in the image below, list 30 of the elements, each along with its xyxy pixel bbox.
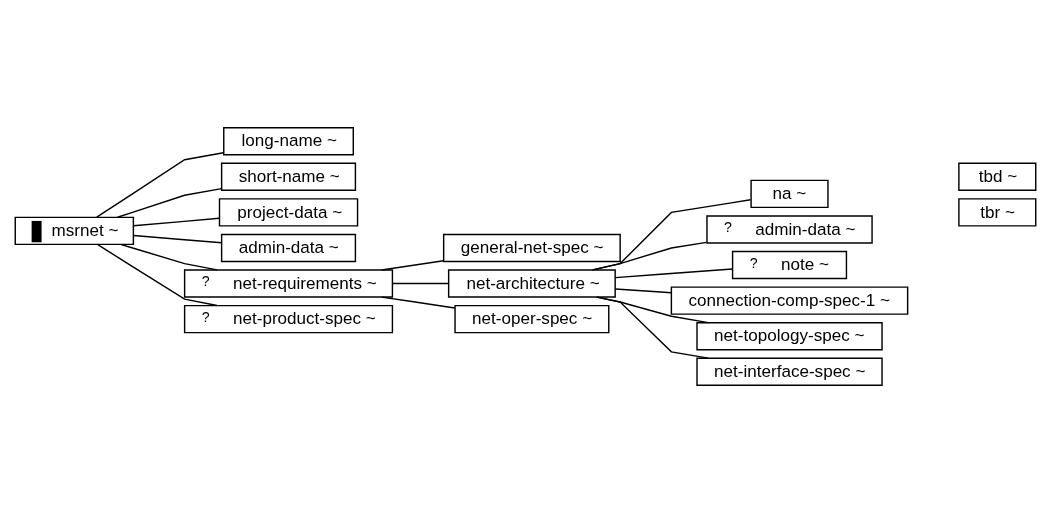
node-box: ? net-product-spec ~ [183, 304, 394, 334]
connector [391, 282, 450, 285]
node-box: ? net-requirements ~ [183, 269, 394, 298]
node-box: long-name ~ [223, 127, 354, 156]
node-box: ? admin-data ~ [706, 215, 873, 244]
connector [120, 243, 218, 271]
node-box: net-oper-spec ~ [454, 304, 610, 334]
connector [614, 268, 734, 279]
connector [591, 241, 708, 271]
connector [596, 296, 710, 359]
node-box: net-interface-spec ~ [696, 357, 883, 386]
node-box: na ~ [750, 179, 829, 209]
connector [380, 296, 456, 309]
connector [614, 288, 672, 294]
connector [96, 152, 225, 218]
node-box: net-architecture ~ [447, 269, 616, 298]
connector [116, 187, 223, 218]
node-box: ? note ~ [731, 250, 848, 280]
node-box: tbr ~ [958, 198, 1037, 227]
connector [380, 260, 445, 271]
node-box: general-net-spec ~ [442, 233, 621, 263]
node-box: tbd ~ [958, 162, 1037, 192]
node-box: net-topology-spec ~ [696, 321, 883, 351]
connector [591, 199, 752, 271]
connector [132, 234, 223, 244]
node-box: short-name ~ [220, 162, 357, 192]
connector [132, 217, 220, 227]
node-box: project-data ~ [218, 198, 359, 227]
node-box: admin-data ~ [220, 233, 357, 263]
node-box: connection-comp-spec-1 ~ [670, 286, 909, 315]
